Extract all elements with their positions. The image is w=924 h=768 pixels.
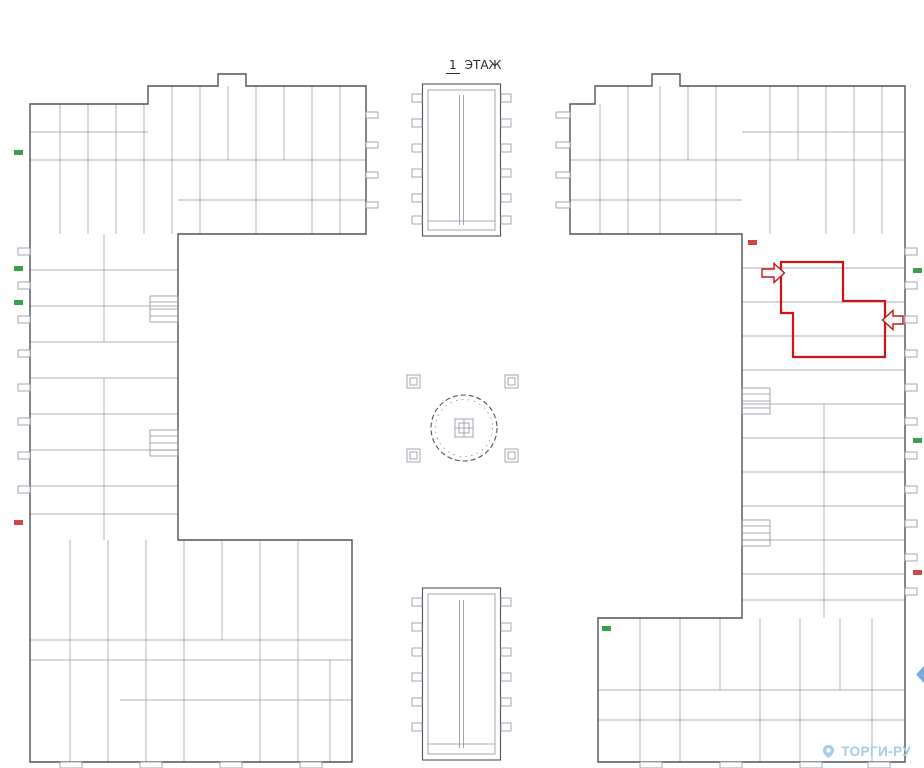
unit-tag (14, 520, 23, 525)
unit-tag (602, 626, 611, 631)
highlighted-unit[interactable] (761, 260, 904, 359)
right-wing-walls (570, 86, 905, 762)
bottom-ramp-block (411, 587, 512, 761)
interior-walls (30, 86, 905, 762)
floor-title: 1 ЭТАЖ (446, 58, 501, 74)
column-squares (406, 374, 519, 463)
left-wing-walls (30, 86, 366, 762)
unit-tags (14, 150, 922, 631)
top-ramp-block (411, 83, 512, 237)
left-wing-outline (29, 73, 367, 763)
floor-word: ЭТАЖ (464, 58, 502, 72)
stair-cores (149, 295, 771, 547)
unit-tag (913, 438, 922, 443)
unit-tag (748, 240, 757, 245)
building-outlines (29, 73, 906, 763)
watermark-text: ТОРГИ-РУ (841, 744, 911, 759)
arrow-right-icon (761, 261, 786, 285)
central-turning-circle (430, 394, 498, 462)
unit-tag (14, 300, 23, 305)
highlighted-unit-outline[interactable] (779, 260, 887, 359)
arrow-left-icon (881, 308, 904, 332)
balcony-ticks (17, 111, 918, 768)
right-wing-outline (569, 73, 906, 763)
edge-flag-icon (916, 666, 924, 683)
location-pin-icon (823, 744, 835, 759)
watermark-logo: ТОРГИ-РУ (821, 744, 911, 759)
unit-tag (14, 150, 23, 155)
unit-tag (14, 266, 23, 271)
unit-tag (913, 268, 922, 273)
unit-tag (913, 570, 922, 575)
floor-number: 1 (446, 58, 460, 74)
